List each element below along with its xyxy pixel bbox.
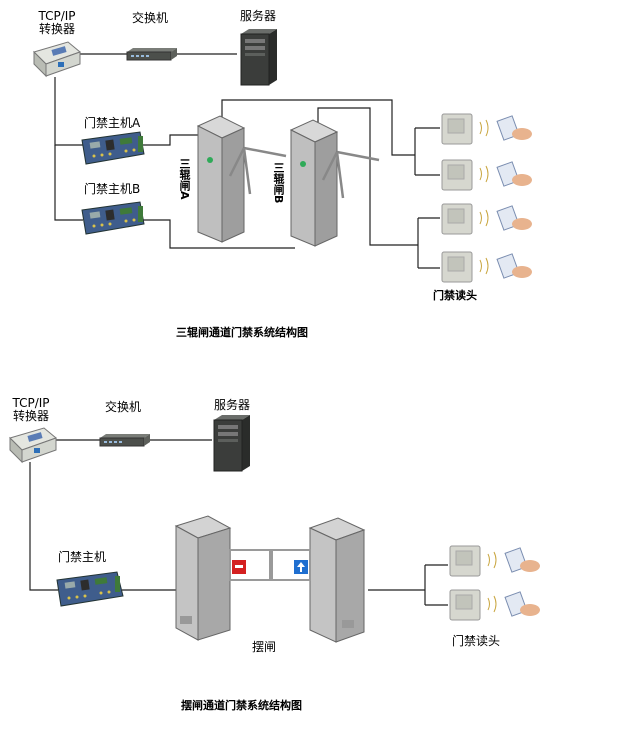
card-reader-5-icon (449, 545, 540, 577)
gate-a-label: 三辊闸A (178, 158, 191, 200)
network-switch-2-icon (99, 434, 150, 447)
diagram1-title: 三辊闸通道门禁系统结构图 (176, 326, 308, 339)
server-icon (240, 29, 277, 86)
line-controller-b-gate-b (143, 219, 295, 249)
server-2-icon (213, 415, 250, 472)
tripod-turnstile-b-icon (289, 119, 380, 247)
swing-gate-label: 摆闸 (252, 640, 277, 654)
server-label: 服务器 (240, 9, 277, 23)
converter-label-line2: 转换器 (38, 22, 75, 36)
swing-gate-icon (174, 515, 366, 643)
gate-b-label: 三辊闸B (272, 162, 285, 204)
converter2-label-line1: TCP/IP (12, 396, 50, 410)
controller2-label: 门禁主机 (58, 550, 107, 564)
access-controller-2-icon (56, 571, 124, 607)
readers-label-2: 门禁读头 (452, 634, 501, 648)
access-controller-a-icon (81, 131, 145, 165)
converter-label: TCP/IP 转换器 (30, 10, 84, 36)
converter-label-line1: TCP/IP (38, 9, 76, 23)
tcp-ip-converter-icon (33, 41, 81, 78)
line2-converter-controller (29, 462, 58, 591)
line-controller-a-gate-a (143, 134, 205, 146)
card-reader-1-icon (441, 113, 532, 145)
tripod-turnstile-a-icon (196, 115, 287, 243)
line-converter-controller-b (54, 145, 83, 221)
controller-a-label: 门禁主机A (84, 116, 141, 130)
converter2-label-line2: 转换器 (12, 409, 49, 423)
line-gate-a-readers-top (221, 99, 415, 156)
readers-label-1: 门禁读头 (433, 289, 477, 302)
network-switch-icon (126, 48, 177, 61)
controller-b-label: 门禁主机B (84, 182, 141, 196)
access-controller-b-icon (81, 201, 145, 235)
switch2-label: 交换机 (105, 400, 142, 414)
switch-label: 交换机 (132, 11, 169, 25)
tcp-ip-converter-2-icon (9, 427, 57, 464)
line-gate-b-readers-bottom (317, 107, 418, 246)
diagram2-title: 摆闸通道门禁系统结构图 (181, 699, 302, 712)
card-reader-6-icon (449, 589, 540, 621)
card-reader-3-icon (441, 203, 532, 235)
card-reader-2-icon (441, 159, 532, 191)
converter2-label: TCP/IP 转换器 (4, 397, 58, 423)
line-converter-controller-a (54, 77, 83, 146)
server2-label: 服务器 (214, 398, 251, 412)
card-reader-4-icon (441, 251, 532, 283)
